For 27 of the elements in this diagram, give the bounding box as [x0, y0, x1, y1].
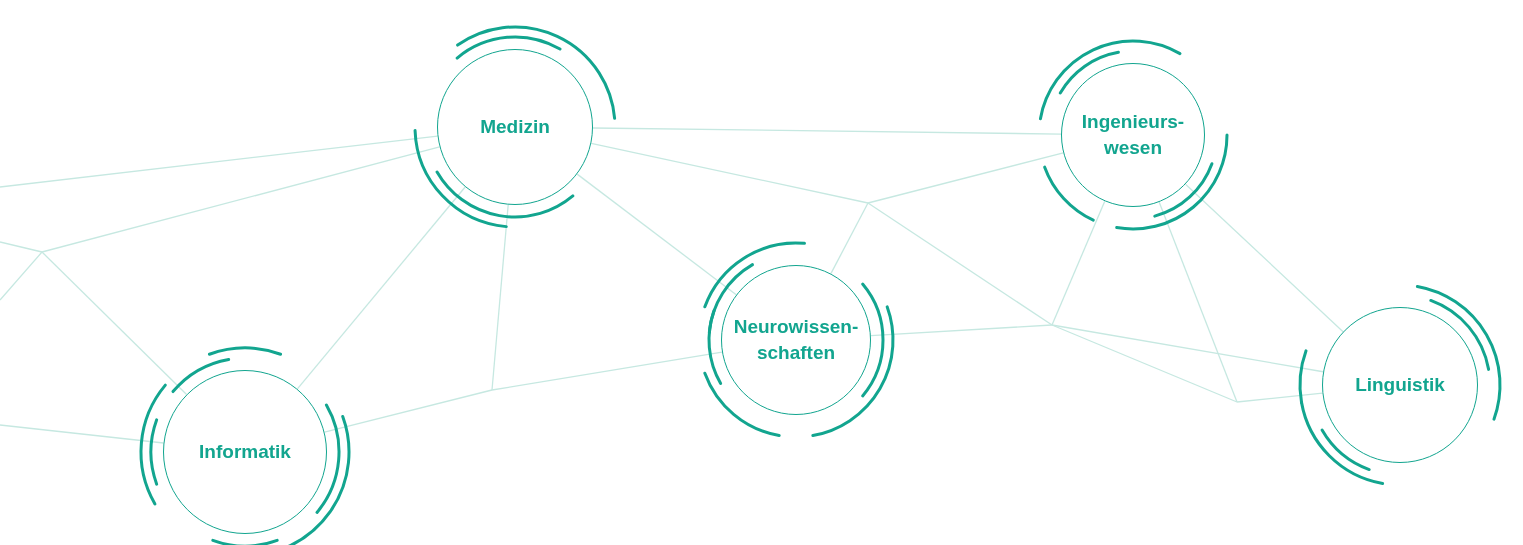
connector-line — [867, 152, 1064, 204]
circle-node — [1322, 307, 1478, 463]
connector-line — [491, 351, 723, 391]
connector-line — [576, 173, 737, 296]
node-label: Informatik — [199, 440, 291, 464]
node-label: Neurowissen- schaften — [732, 315, 860, 365]
connector-line — [830, 202, 869, 275]
connector-line — [1051, 200, 1106, 326]
connector-line — [1236, 392, 1324, 403]
connector-line — [1184, 183, 1344, 333]
connector-line — [592, 127, 1062, 135]
connector-line — [0, 135, 439, 188]
connector-line — [1051, 324, 1324, 373]
connector-line — [1158, 201, 1238, 403]
circle-node — [721, 265, 871, 415]
connector-line — [0, 424, 165, 444]
connector-line — [41, 146, 441, 253]
connector-line — [296, 186, 466, 390]
circle-node — [1061, 63, 1205, 207]
node-label: Linguistik — [1355, 373, 1445, 397]
node-label: Ingenieurs- wesen — [1080, 110, 1186, 160]
node-label: Medizin — [480, 115, 550, 139]
connector-line — [491, 204, 509, 391]
connector-line — [590, 142, 869, 204]
connector-line — [41, 251, 188, 396]
connector-line — [323, 389, 493, 433]
connector-line — [870, 324, 1053, 337]
